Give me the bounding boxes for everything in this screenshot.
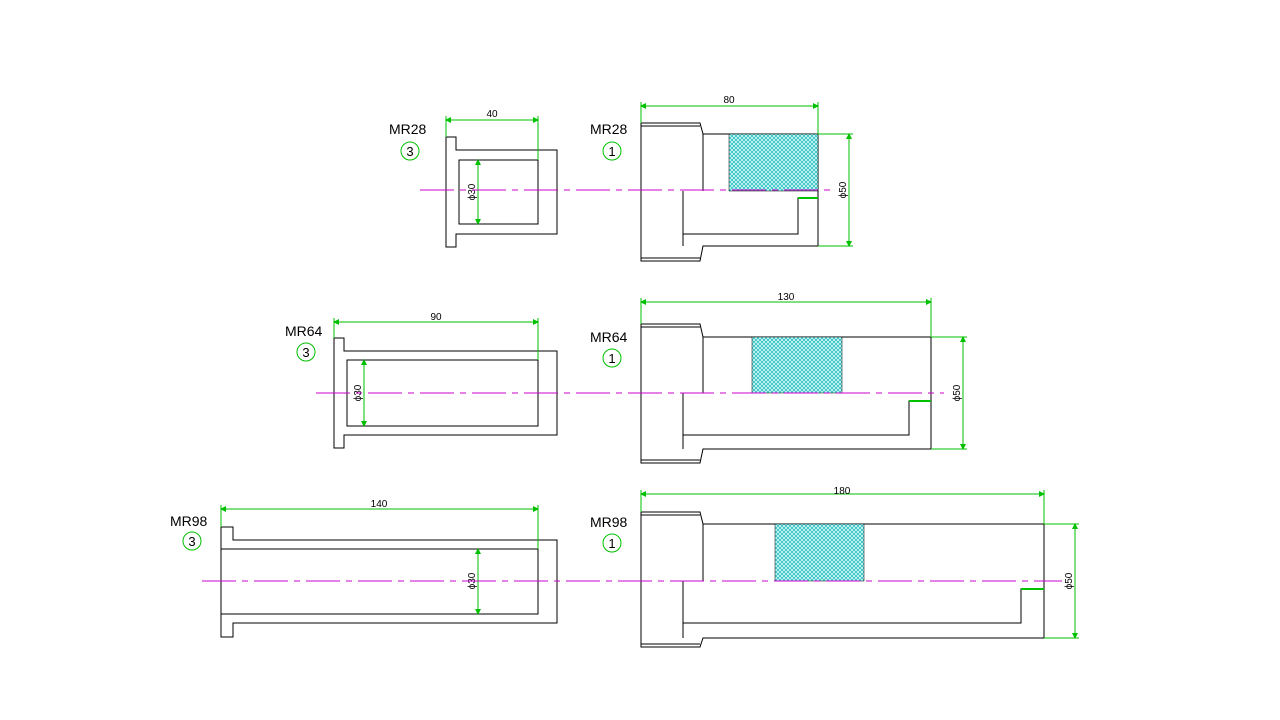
part-label-model: MR64 (285, 323, 323, 339)
dimension-text: ϕ30 (467, 183, 478, 200)
part-label-model: MR28 (389, 121, 427, 137)
bushing-mr98-section (220, 526, 558, 638)
item-number: 1 (608, 351, 615, 366)
part-label-model: MR64 (590, 329, 628, 345)
row-mr98: MR98 3 140 ϕ30 MR98 1 180 ϕ50 (170, 486, 1079, 648)
part-label-model: MR28 (590, 121, 628, 137)
dimension-text: 40 (486, 109, 498, 120)
dimension-text: ϕ50 (838, 181, 849, 198)
part-label-model: MR98 (590, 514, 628, 530)
dimension-text: 80 (723, 95, 735, 106)
insert-mr28-section (640, 122, 819, 262)
bushing-mr28-section (445, 136, 558, 248)
item-number: 3 (406, 144, 413, 159)
dimension-text: 90 (430, 312, 442, 323)
item-number: 3 (302, 345, 309, 360)
item-number: 1 (608, 536, 615, 551)
row-mr28: MR28 3 40 ϕ30 MR28 1 80 ϕ50 (389, 95, 853, 262)
item-number: 3 (188, 534, 195, 549)
item-balloon (400, 141, 420, 161)
dimension-text: 140 (371, 499, 388, 510)
part-label-model: MR98 (170, 513, 208, 529)
dimension-text: ϕ50 (952, 384, 963, 401)
row-mr64: MR64 3 90 ϕ30 MR64 1 130 ϕ50 (285, 292, 967, 464)
dimension-text: 130 (778, 292, 795, 303)
dimension-text: 180 (834, 486, 851, 497)
dimension-text: ϕ50 (1064, 572, 1075, 589)
insert-mr98-section (640, 511, 1045, 648)
item-number: 1 (608, 144, 615, 159)
